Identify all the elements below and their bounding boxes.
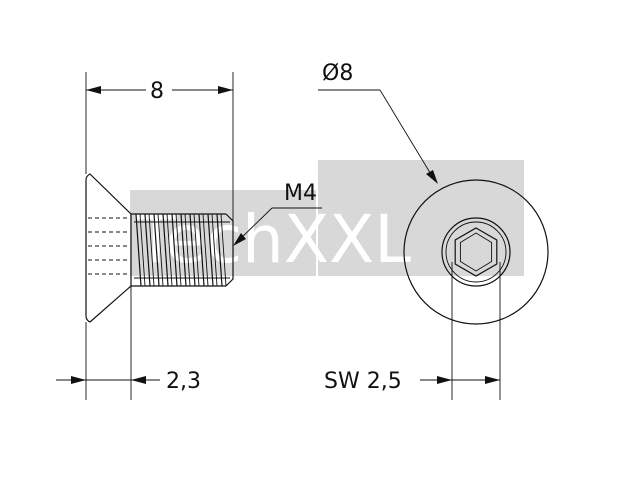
thread-flank bbox=[157, 213, 164, 287]
thread-label: M4 bbox=[284, 181, 317, 206]
thread-flank bbox=[153, 213, 160, 287]
socket-size-dimension: SW 2,5 bbox=[324, 262, 501, 400]
thread-flank bbox=[207, 213, 214, 287]
head-outer-circle bbox=[403, 179, 549, 325]
leader-line bbox=[379, 89, 433, 177]
thread-flank bbox=[180, 213, 187, 287]
socket-circle bbox=[441, 217, 511, 287]
arrowhead bbox=[233, 233, 246, 246]
thread-flank bbox=[211, 213, 218, 287]
screw-side-view bbox=[85, 173, 234, 323]
shank-tip bbox=[225, 213, 234, 287]
thread-flanks bbox=[135, 213, 227, 287]
thread-flank bbox=[139, 213, 146, 287]
arrowhead bbox=[437, 376, 452, 384]
thread-flank bbox=[198, 213, 205, 287]
arrowhead bbox=[131, 376, 146, 384]
thread-flank bbox=[162, 213, 169, 287]
arrowhead bbox=[485, 376, 500, 384]
thread-flank bbox=[189, 213, 196, 287]
arrowhead bbox=[86, 86, 101, 94]
arrowhead bbox=[71, 376, 86, 384]
socket-size-label: SW 2,5 bbox=[324, 369, 402, 394]
thread-flank bbox=[148, 213, 155, 287]
head-height-dimension: 2,3 bbox=[56, 286, 201, 400]
thread-flank bbox=[216, 213, 223, 287]
thread-flank bbox=[171, 213, 178, 287]
thread-flank bbox=[144, 213, 151, 287]
hex-socket-inner bbox=[459, 232, 493, 272]
length-dimension: 8 bbox=[85, 72, 234, 221]
thread-dimension: M4 bbox=[233, 181, 322, 246]
thread-flank bbox=[193, 213, 200, 287]
hex-socket bbox=[454, 227, 498, 277]
arrowhead bbox=[218, 86, 233, 94]
head-diameter-label: Ø8 bbox=[322, 61, 353, 86]
length-label: 8 bbox=[150, 79, 164, 104]
watermark-panel-right bbox=[318, 160, 524, 276]
head-height-label: 2,3 bbox=[166, 369, 201, 394]
thread-flank bbox=[184, 213, 191, 287]
thread-flank bbox=[175, 213, 182, 287]
thread-flank bbox=[166, 213, 173, 287]
thread-flank bbox=[135, 213, 142, 287]
watermark-text: TechXXL bbox=[135, 201, 411, 278]
socket-circle-inner bbox=[445, 221, 507, 283]
arrowhead bbox=[426, 170, 438, 184]
thread-flank bbox=[220, 213, 227, 287]
screw-head-outline bbox=[85, 173, 132, 323]
thread-flank bbox=[202, 213, 209, 287]
screw-head-view bbox=[403, 179, 549, 325]
watermark: TechXXL bbox=[130, 160, 524, 278]
head-diameter-dimension: Ø8 bbox=[318, 61, 438, 184]
